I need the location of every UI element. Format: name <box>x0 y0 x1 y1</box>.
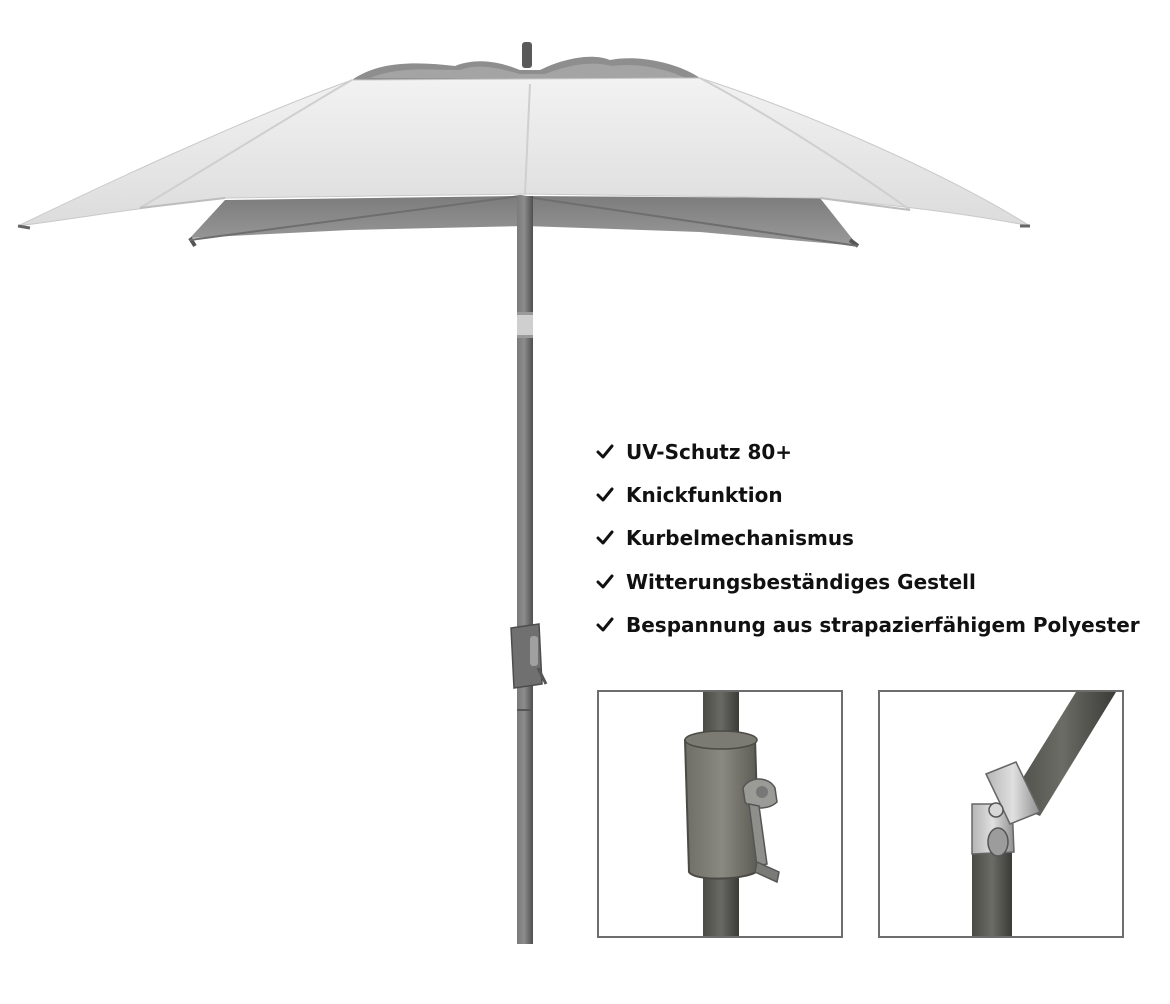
feature-item: Knickfunktion <box>596 473 1140 516</box>
feature-item: Bespannung aus strapazierfähigem Polyest… <box>596 603 1140 646</box>
umbrella-ribs <box>189 195 859 247</box>
feature-item: Witterungsbeständiges Gestell <box>596 560 1140 603</box>
checkmark-icon <box>596 444 614 459</box>
feature-list: UV-Schutz 80+ Knickfunktion Kurbelmechan… <box>596 430 1140 646</box>
checkmark-icon <box>596 574 614 589</box>
feature-label: Knickfunktion <box>626 482 783 507</box>
crank-handle-icon <box>683 692 780 936</box>
tilt-joint-icon <box>971 692 1116 936</box>
tilt-joint-closeup <box>878 690 1124 938</box>
feature-item: UV-Schutz 80+ <box>596 430 1140 473</box>
feature-label: Kurbelmechanismus <box>626 526 854 551</box>
feature-label: Bespannung aus strapazierfähigem Polyest… <box>626 612 1140 637</box>
checkmark-icon <box>596 530 614 545</box>
crank-mechanism-closeup <box>597 690 843 938</box>
feature-label: UV-Schutz 80+ <box>626 439 793 464</box>
feature-item: Kurbelmechanismus <box>596 517 1140 560</box>
canopy-vent <box>352 42 700 84</box>
feature-label: Witterungsbeständiges Gestell <box>626 569 976 594</box>
checkmark-icon <box>596 617 614 632</box>
umbrella-pole <box>510 196 548 944</box>
checkmark-icon <box>596 487 614 502</box>
